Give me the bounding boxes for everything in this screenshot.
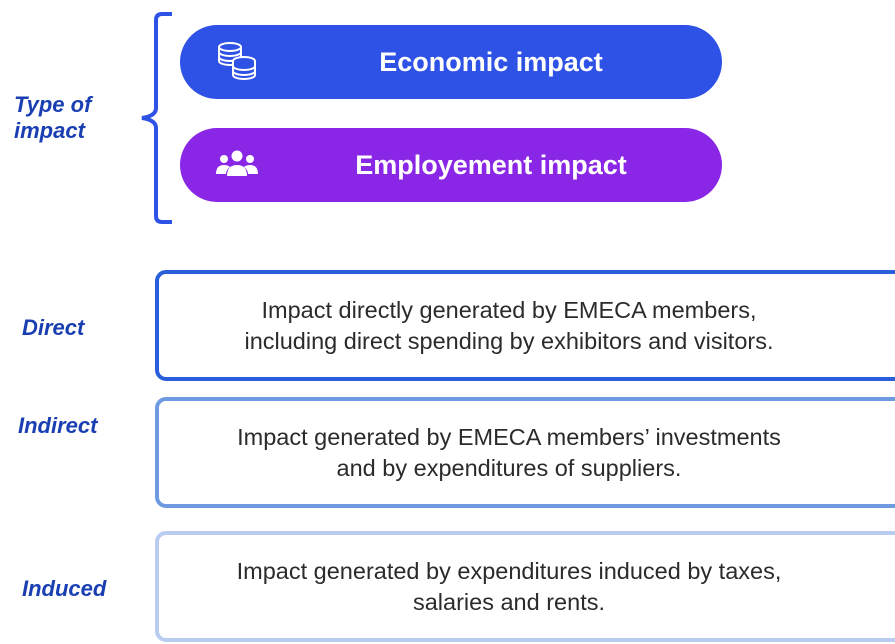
induced-label: Induced [22,576,107,601]
direct-impact-description: Impact directly generated by EMECA membe… [159,295,859,357]
employment-impact-label: Employement impact [355,149,627,180]
coins-icon [218,42,256,80]
indirect-impact-box: Impact generated by EMECA members’ inves… [155,397,895,508]
induced-description-line2: salaries and rents. [412,588,606,615]
induced-description-line1: Impact generated by expenditures induced… [236,557,782,584]
direct-impact-box: Impact directly generated by EMECA membe… [155,270,895,381]
employment-impact-pill: Employement impact [180,128,722,202]
curly-brace [141,12,172,224]
indirect-impact-description: Impact generated by EMECA members’ inves… [159,422,859,484]
direct-label: Direct [22,315,85,340]
indirect-label: Indirect [18,413,98,438]
indirect-description-line2: and by expenditures of suppliers. [336,454,682,481]
induced-impact-description: Impact generated by expenditures induced… [159,556,859,618]
type-of-impact-label-line1: Type of [14,92,92,117]
direct-description-line1: Impact directly generated by EMECA membe… [261,296,757,323]
induced-impact-box: Impact generated by expenditures induced… [155,531,895,642]
direct-description-line2: including direct spending by exhibitors … [244,327,774,354]
type-of-impact-label-line2: impact [14,118,85,143]
indirect-description-line1: Impact generated by EMECA members’ inves… [237,423,781,450]
people-group-icon [216,150,258,176]
economic-impact-label: Economic impact [379,46,603,77]
type-of-impact-label: Type of impact [14,92,124,144]
economic-impact-pill: Economic impact [180,25,722,99]
